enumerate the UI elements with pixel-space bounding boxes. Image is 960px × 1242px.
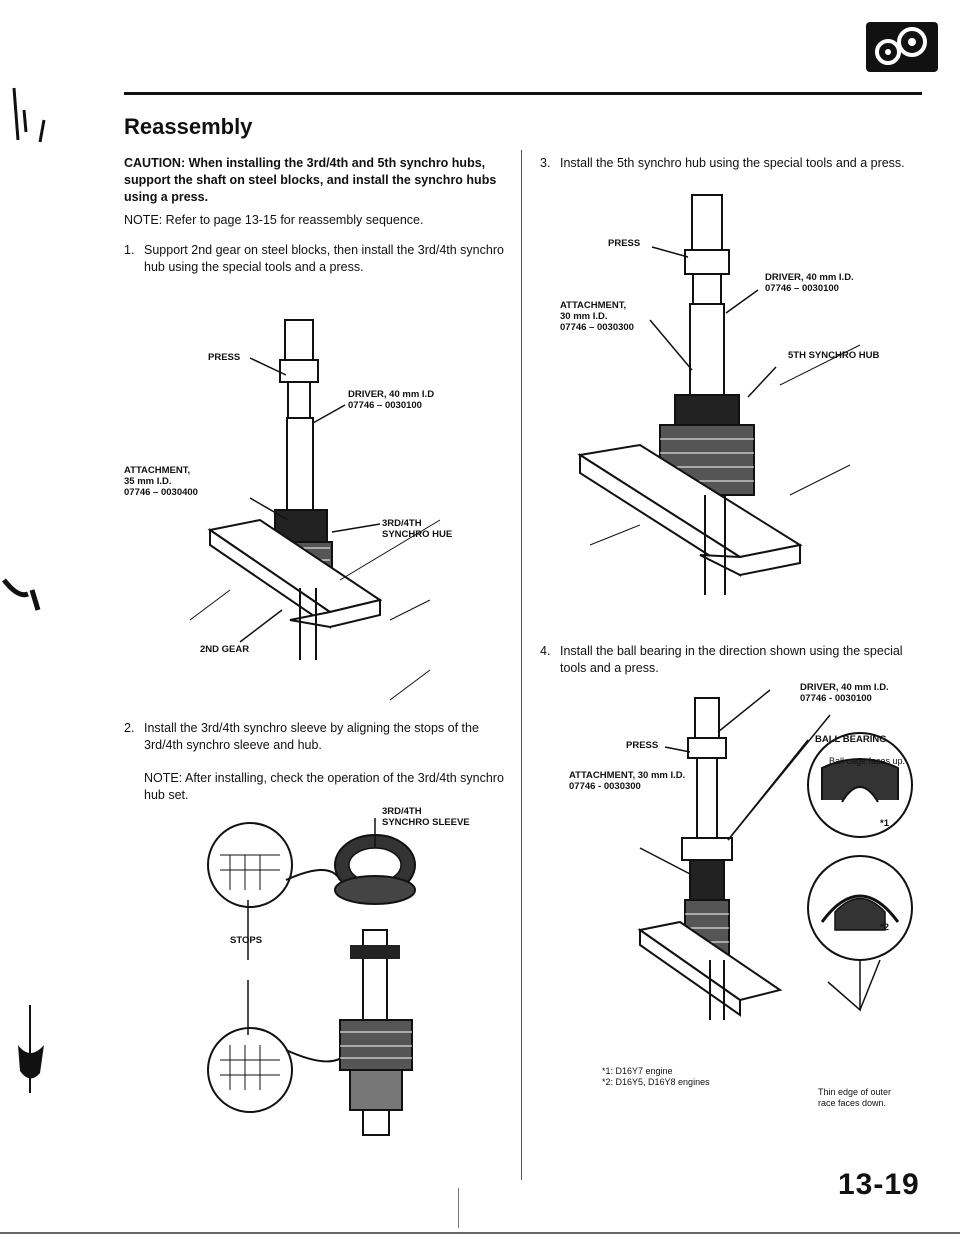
- figure-4-press-label: PRESS: [626, 740, 659, 751]
- hub-name-line-2: SYNCHRO HUE: [382, 529, 453, 540]
- step-text: Support 2nd gear on steel blocks, then i…: [144, 243, 504, 274]
- footnote-1: *1: D16Y7 engine: [602, 1066, 673, 1076]
- figure-1-hub-label: 3RD/4TH SYNCHRO HUE: [382, 518, 452, 540]
- page-number: 13-19: [838, 1168, 920, 1201]
- figure-2-sleeve-label: 3RD/4TH SYNCHRO SLEEVE: [382, 806, 470, 828]
- figure-4-footnotes: *1: D16Y7 engine *2: D16Y5, D16Y8 engine…: [602, 1066, 710, 1088]
- race-note-line-2: race faces down.: [818, 1098, 887, 1108]
- figure-4-bearing-label: BALL BEARING: [815, 734, 887, 745]
- caution-text: CAUTION: When installing the 3rd/4th and…: [124, 156, 497, 204]
- step-4: 4. Install the ball bearing in the direct…: [540, 643, 910, 677]
- column-divider: [521, 150, 522, 1180]
- step-number: 3.: [540, 156, 551, 170]
- transmission-section-icon: [866, 22, 938, 72]
- attachment-name: ATTACHMENT, 30 mm I.D.: [569, 770, 686, 781]
- hub-name: 3RD/4TH: [382, 518, 422, 529]
- figure-4-cage-note: Ball cage faces up.: [829, 756, 906, 766]
- figure-1-drawing: [189, 319, 441, 701]
- attachment-part-number: 07746 – 0030300: [560, 322, 634, 333]
- attachment-size: 35 mm I.D.: [124, 476, 172, 487]
- figure-4-drawing: [637, 689, 913, 1020]
- figure-4-mark-2: *2: [880, 922, 889, 933]
- driver-part-number: 07746 - 0030100: [800, 693, 872, 704]
- figure-3-press-label: PRESS: [608, 238, 641, 249]
- note-text: NOTE: Refer to page 13-15 for reassembly…: [124, 213, 424, 227]
- step-text: Install the 5th synchro hub using the sp…: [560, 156, 905, 170]
- figure-4-driver-label: DRIVER, 40 mm I.D. 07746 - 0030100: [800, 682, 889, 704]
- figure-3-driver-label: DRIVER, 40 mm I.D. 07746 – 0030100: [765, 272, 854, 294]
- figure-4-attachment-label: ATTACHMENT, 30 mm I.D. 07746 - 0030300: [569, 770, 685, 792]
- step-number: 4.: [540, 644, 551, 658]
- driver-part-number: 07746 – 0030100: [765, 283, 839, 294]
- footnote-2: *2: D16Y5, D16Y8 engines: [602, 1077, 710, 1087]
- step-2: 2. Install the 3rd/4th synchro sleeve by …: [124, 720, 509, 754]
- figure-4-race-note: Thin edge of outer race faces down.: [818, 1087, 891, 1109]
- figure-1-driver-label: DRIVER, 40 mm I.D 07746 – 0030100: [348, 389, 434, 411]
- figure-4-mark-1: *1: [880, 818, 889, 829]
- footer-rule: [0, 1232, 960, 1234]
- section-title: Reassembly: [124, 114, 253, 139]
- attachment-part-number: 07746 - 0030300: [569, 781, 641, 792]
- figure-1-press-label: PRESS: [208, 352, 241, 363]
- driver-part-number: 07746 – 0030100: [348, 400, 422, 411]
- driver-name: DRIVER, 40 mm I.D.: [800, 682, 889, 693]
- figure-1-attachment-label: ATTACHMENT, 35 mm I.D. 07746 – 0030400: [124, 465, 198, 498]
- step-text: Install the 3rd/4th synchro sleeve by al…: [144, 721, 479, 752]
- header-rule: [124, 92, 922, 95]
- step-1: 1. Support 2nd gear on steel blocks, then…: [124, 242, 509, 276]
- binding-mark-middle: [2, 578, 41, 611]
- binding-mark-top: [12, 87, 46, 143]
- attachment-name: ATTACHMENT,: [560, 300, 627, 311]
- sleeve-name: 3RD/4TH: [382, 806, 422, 817]
- step-number: 2.: [124, 721, 135, 735]
- figure-3-attachment-label: ATTACHMENT, 30 mm I.D. 07746 – 0030300: [560, 300, 634, 333]
- footer-tick: [458, 1188, 459, 1228]
- race-note-line-1: Thin edge of outer: [818, 1087, 892, 1097]
- attachment-name: ATTACHMENT,: [124, 465, 191, 476]
- attachment-part-number: 07746 – 0030400: [124, 487, 198, 498]
- driver-name: DRIVER, 40 mm I.D.: [765, 272, 854, 283]
- driver-name: DRIVER, 40 mm I.D: [348, 389, 435, 400]
- binding-mark-bottom: [18, 1005, 44, 1093]
- attachment-size: 30 mm I.D.: [560, 311, 608, 322]
- figure-2-stops-label: STOPS: [230, 935, 263, 946]
- step-3: 3. Install the 5th synchro hub using the …: [540, 155, 910, 172]
- figure-2-drawing: [207, 818, 416, 1136]
- figure-3-hub-label: 5TH SYNCHRO HUB: [788, 350, 880, 361]
- step-number: 1.: [124, 243, 135, 257]
- sleeve-name-line-2: SYNCHRO SLEEVE: [382, 817, 470, 828]
- figure-1-gear-label: 2ND GEAR: [200, 644, 250, 655]
- step-text: Install the ball bearing in the directio…: [560, 644, 903, 675]
- figure-3-drawing: [577, 194, 861, 595]
- step-2-note: NOTE: After installing, check the operat…: [144, 771, 504, 802]
